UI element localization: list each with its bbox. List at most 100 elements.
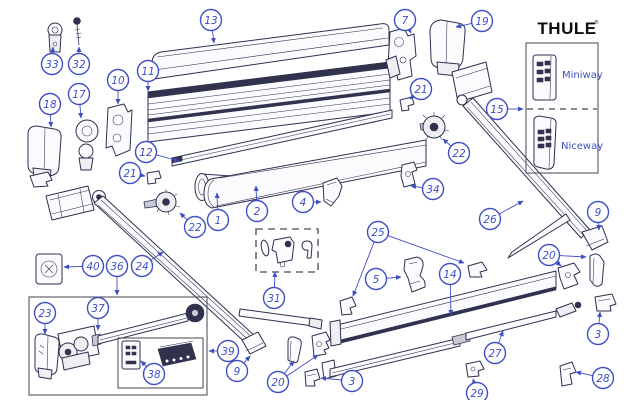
lead-rail-part-14 (329, 270, 557, 347)
svg-text:22: 22 (188, 222, 202, 234)
svg-text:14: 14 (443, 269, 456, 281)
cover-part-20-right (589, 253, 605, 287)
remote-options-box: Miniway Niceway (525, 42, 603, 174)
leader-line-25 (352, 241, 375, 297)
svg-text:2: 2 (254, 206, 261, 218)
callout-36: 36 (105, 254, 129, 278)
svg-text:22: 22 (452, 148, 466, 160)
callout-7: 7 (393, 8, 417, 32)
remote-part-38 (121, 340, 141, 370)
niceway-label: Niceway (561, 141, 603, 152)
clip-part-21-right (399, 96, 415, 112)
receiver-kit-box-part-39 (117, 337, 204, 389)
motor-drive-assembly (57, 325, 100, 371)
svg-text:18: 18 (43, 99, 57, 111)
cover-part-20-bottom (287, 336, 302, 364)
gear-part-22-right (419, 112, 450, 141)
callout-22-left: 22 (183, 215, 207, 239)
svg-text:27: 27 (488, 348, 502, 360)
bracket-part-20-right (557, 262, 581, 290)
callout-10: 10 (106, 68, 130, 92)
callout-31: 31 (262, 286, 286, 310)
callout-3-right: 3 (586, 322, 610, 346)
hardware-kit-box-part-31 (255, 228, 319, 273)
callout-33: 33 (40, 52, 64, 76)
leader-line-13 (210, 30, 216, 44)
callout-29: 29 (465, 381, 489, 400)
svg-text:28: 28 (596, 373, 610, 385)
leader-line-22-right (442, 138, 452, 147)
svg-text:32: 32 (72, 59, 86, 71)
arm-foot-left-part-9 (241, 331, 267, 355)
svg-text:15: 15 (490, 104, 504, 116)
svg-text:21: 21 (414, 84, 427, 96)
leader-line-24 (150, 251, 164, 261)
clip-part-21-left (146, 170, 162, 185)
end-cover-part-19 (429, 19, 466, 77)
motor-kit-box-part-36 (28, 296, 208, 396)
bracket-part-5 (403, 256, 426, 293)
bracket-part-4 (322, 177, 343, 207)
gear-shaft-part-22-left (143, 189, 181, 216)
callout-4: 4 (291, 190, 315, 214)
callout-27: 27 (483, 341, 507, 365)
svg-text:21: 21 (123, 168, 136, 180)
callout-40: 40 (81, 254, 105, 278)
leader-line-27 (498, 330, 504, 344)
screw-pin-part-32 (73, 17, 82, 46)
gear-bracket-part-17 (75, 119, 99, 171)
callout-2: 2 (245, 199, 269, 223)
callout-32: 32 (67, 52, 91, 76)
leader-line-17 (78, 104, 84, 119)
bracket-part-34 (400, 161, 418, 188)
leader-line-1 (214, 192, 220, 210)
svg-text:13: 13 (204, 15, 217, 27)
svg-text:23: 23 (38, 308, 51, 320)
svg-text:36: 36 (110, 261, 124, 273)
leader-line-19 (455, 22, 472, 29)
svg-text:4: 4 (300, 197, 307, 209)
callout-3-bottom: 3 (340, 369, 364, 393)
svg-text:19: 19 (475, 16, 489, 28)
left-arm-assembly (29, 171, 267, 355)
cover-plate-part-40 (35, 253, 63, 285)
clip-part-25-left (339, 296, 357, 316)
callout-22-right: 22 (447, 141, 471, 165)
svg-text:17: 17 (72, 89, 86, 101)
callout-39: 39 (216, 339, 240, 363)
svg-text:7: 7 (402, 15, 409, 27)
clip-part-25-right (467, 261, 488, 278)
short-rafter-right (507, 213, 571, 259)
mount-bracket-part-10 (105, 103, 133, 157)
callout-12: 12 (134, 140, 158, 164)
callout-9-bottom-left: 9 (225, 359, 249, 383)
end-cap-part-23 (34, 333, 60, 380)
svg-text:12: 12 (139, 147, 153, 159)
callout-5: 5 (364, 267, 388, 291)
callout-15: 15 (485, 97, 509, 121)
callout-23: 23 (33, 301, 57, 325)
telescopic-rafter-part-27 (321, 301, 582, 380)
leader-line-40 (63, 264, 83, 270)
bracket-part-28 (559, 361, 577, 387)
callout-34: 34 (421, 177, 445, 201)
svg-text:10: 10 (111, 75, 125, 87)
callout-17: 17 (67, 82, 91, 106)
svg-text:1: 1 (215, 215, 222, 227)
svg-text:20: 20 (542, 250, 556, 262)
callout-14: 14 (438, 262, 462, 286)
leader-line-25 (387, 235, 465, 264)
svg-text:39: 39 (221, 346, 235, 358)
callout-21-right: 21 (409, 77, 433, 101)
right-arm-assembly (451, 61, 609, 259)
leader-line-3-bottom (320, 375, 342, 381)
svg-text:3: 3 (349, 376, 356, 388)
cassette-top-lid-part-13 (151, 23, 390, 80)
svg-text:9: 9 (234, 366, 241, 378)
leader-line-26 (498, 200, 524, 215)
leader-line-20-bottom (284, 360, 295, 374)
thule-logo: THULE ® (537, 19, 599, 38)
callout-19: 19 (470, 9, 494, 33)
